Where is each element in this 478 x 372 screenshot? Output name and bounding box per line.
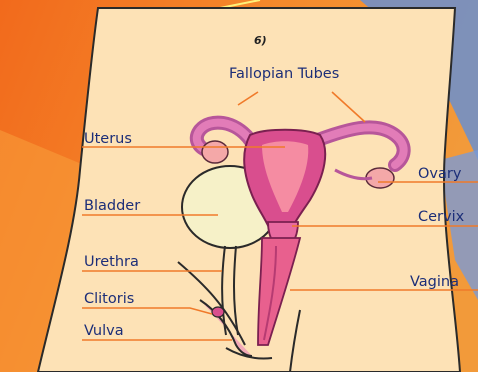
label-clitoris: Clitoris: [84, 291, 134, 307]
label-ovary: Ovary: [418, 166, 462, 182]
clitoris-shape: [212, 307, 224, 317]
label-vagina: Vagina: [410, 274, 459, 290]
label-bladder: Bladder: [84, 198, 140, 214]
label-uterus: Uterus: [84, 131, 132, 147]
label-urethra: Urethra: [84, 254, 139, 270]
page-mark: 6): [254, 34, 267, 47]
label-vulva: Vulva: [84, 323, 124, 339]
label-cervix: Cervix: [418, 209, 465, 225]
label-fallopian-tubes: Fallopian Tubes: [229, 66, 339, 82]
ovary-left: [202, 141, 228, 163]
